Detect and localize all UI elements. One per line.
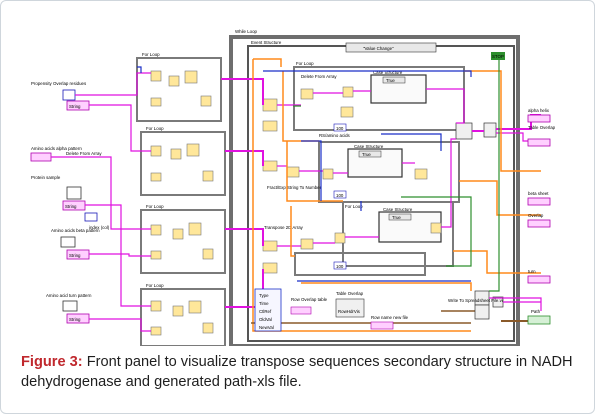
path-indicator bbox=[527, 315, 551, 325]
alpha-helix-indicator bbox=[527, 114, 551, 123]
for-loop-label-3: For Loop bbox=[146, 204, 164, 209]
inner-for-loop-frame-4 bbox=[294, 252, 426, 276]
write-spreadsheet-node bbox=[474, 304, 490, 320]
propensity-string-label: String bbox=[69, 104, 81, 109]
event-type: Type bbox=[259, 293, 269, 298]
case-structure-label-3: Case Structure bbox=[383, 207, 413, 212]
event-time: Time bbox=[259, 301, 269, 306]
case-structures: Case Structure True Case Structure True … bbox=[347, 70, 442, 243]
event-case-selector[interactable] bbox=[345, 42, 437, 53]
outer-loop-nodes bbox=[150, 70, 214, 336]
event-newval: NewVal bbox=[259, 325, 274, 330]
for-loop-label-2: For Loop bbox=[146, 126, 164, 131]
table-overlap-property-node bbox=[335, 298, 365, 318]
case-structure-2 bbox=[347, 148, 403, 178]
figure-label: Figure 3: bbox=[21, 354, 83, 370]
propensity-label: Propensity Overlap residues bbox=[31, 81, 87, 86]
write-spreadsheet-label: Write To Spreadsheet File.vi bbox=[448, 298, 503, 303]
case-true-1: True bbox=[386, 78, 395, 83]
alpha-helix-label: alpha helix bbox=[528, 108, 550, 113]
index-constant bbox=[84, 212, 98, 222]
transpose-label: Transpose 2D Array bbox=[264, 225, 304, 230]
case-structure-label-2: Case Structure bbox=[354, 144, 384, 149]
wires bbox=[51, 58, 542, 332]
right-indicators: alpha helix Table Overlap beta sheet Ove… bbox=[527, 108, 556, 325]
rs-amino-label: RS/amino acids bbox=[319, 133, 351, 138]
inner-for-loop-label-1: For Loop bbox=[296, 61, 314, 66]
const-100-c: 100 bbox=[336, 264, 344, 269]
for-loop-frame-1 bbox=[136, 57, 222, 122]
for-loop-label-1: For Loop bbox=[142, 52, 160, 57]
turn-pattern-label: Amino acid turn pattern bbox=[46, 293, 92, 298]
event-data-node bbox=[254, 288, 282, 332]
delete-from-array-label-left: Delete From Array bbox=[66, 151, 102, 156]
stop-constant bbox=[491, 52, 505, 60]
figure-caption: Figure 3: Front panel to visualize trans… bbox=[21, 352, 583, 392]
constants-100: 100 100 100 bbox=[333, 123, 347, 270]
case-selector-1 bbox=[382, 76, 406, 84]
event-case-label: "Value Change" bbox=[363, 46, 394, 51]
table-overlap-indicator bbox=[527, 138, 551, 147]
outer-for-loops: For Loop For Loop For Loop For Loop Dele… bbox=[66, 52, 226, 346]
stop-constant-label: STOP bbox=[492, 54, 504, 59]
beta-pattern-label: Amino acids beta pattern bbox=[51, 228, 100, 233]
delete-from-array-label-inner: Delete From Array bbox=[301, 74, 337, 79]
beta-pattern-terminal bbox=[60, 236, 76, 248]
row-overlap-table-label: Row Overlap table bbox=[291, 297, 328, 302]
overlap-label: Overlap bbox=[528, 213, 544, 218]
fract-exp-label: Fract/Exp String To Number bbox=[267, 185, 322, 190]
right-side-nodes bbox=[455, 122, 504, 308]
table-overlap-label-1: Table Overlap bbox=[528, 125, 556, 130]
beta-sheet-indicator bbox=[527, 197, 551, 206]
case-true-3: True bbox=[392, 215, 401, 220]
inner-for-loop-label-3: For Loop bbox=[345, 204, 363, 209]
path-label: Path bbox=[531, 309, 541, 314]
for-loop-label-4: For Loop bbox=[146, 283, 164, 288]
case-selector-3 bbox=[388, 213, 412, 221]
for-loop-frame-2 bbox=[140, 131, 226, 196]
row-name-new-file-label: Row name new file bbox=[371, 315, 409, 320]
row-headers-label: RowHdrVis bbox=[338, 309, 361, 314]
bottom-region: Type Time CtlRef OldVal NewVal Row Overl… bbox=[254, 288, 503, 332]
case-structure-label-1: Case Structure bbox=[373, 70, 403, 75]
const-100-a: 100 bbox=[336, 126, 344, 131]
while-loop-frame bbox=[229, 35, 520, 346]
figure-caption-text: Front panel to visualize transpose seque… bbox=[21, 354, 573, 390]
event-structure-label: Event Structure bbox=[251, 40, 282, 45]
beta-string-label: String bbox=[69, 253, 81, 258]
turn-label: turn bbox=[528, 269, 536, 274]
for-loop-frame-4 bbox=[140, 288, 226, 346]
beta-sheet-label: beta sheet bbox=[528, 191, 549, 196]
inner-nodes bbox=[262, 86, 442, 274]
event-oldval: OldVal bbox=[259, 317, 272, 322]
protein-string-label: String bbox=[65, 204, 77, 209]
const-100-b: 100 bbox=[336, 193, 344, 198]
turn-indicator bbox=[527, 275, 551, 284]
protein-sample-label: Protein sample bbox=[31, 175, 61, 180]
index-col-label: index (col) bbox=[89, 225, 110, 230]
alpha-pattern-label: Amino acids alpha pattern bbox=[31, 146, 82, 151]
row-name-new-file-control bbox=[370, 321, 394, 330]
table-overlap-node-label: Table Overlap bbox=[336, 291, 364, 296]
turn-string-label: String bbox=[69, 317, 81, 322]
event-ctlref: CtlRef bbox=[259, 309, 272, 314]
case-selector-2 bbox=[358, 150, 382, 158]
left-inputs: Propensity Overlap residues String Amino… bbox=[30, 81, 110, 324]
protein-sample-terminal bbox=[66, 186, 82, 200]
for-loop-frame-3 bbox=[140, 209, 226, 274]
labview-block-diagram: Propensity Overlap residues String Amino… bbox=[30, 29, 556, 346]
turn-pattern-terminal bbox=[62, 300, 78, 312]
row-overlap-table-control bbox=[290, 306, 312, 315]
while-loop-label: While Loop bbox=[235, 29, 258, 34]
alpha-pattern-control[interactable] bbox=[30, 152, 52, 162]
case-true-2: True bbox=[362, 152, 371, 157]
propensity-terminal bbox=[62, 89, 76, 101]
overlap-indicator bbox=[527, 219, 551, 228]
